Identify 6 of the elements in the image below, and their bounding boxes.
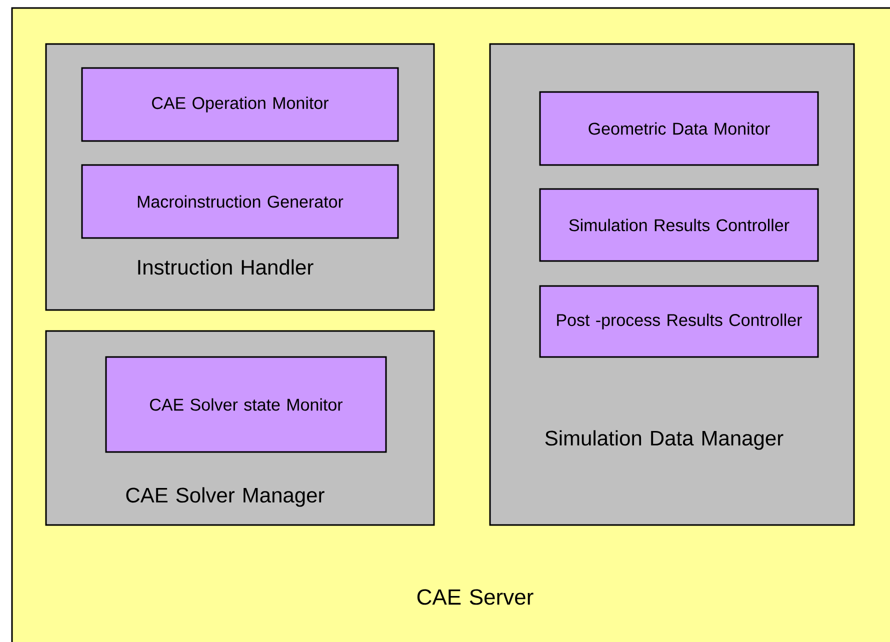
component-box: Simulation Results Controller xyxy=(539,188,819,262)
component-box: CAE Solver state Monitor xyxy=(105,356,387,453)
component-box: Geometric Data Monitor xyxy=(539,91,819,166)
component-box: CAE Operation Monitor xyxy=(81,67,399,142)
component-box: Macroinstruction Generator xyxy=(81,164,399,239)
component-box: Post -process Results Controller xyxy=(539,285,819,358)
